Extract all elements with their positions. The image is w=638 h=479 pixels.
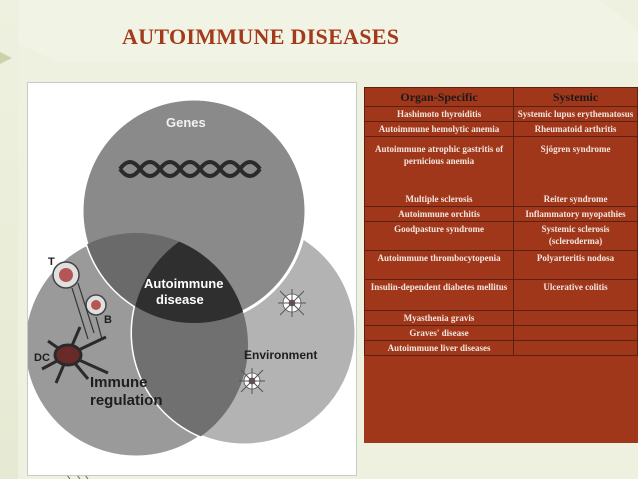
cell-systemic: Rheumatoid arthritis [513,121,638,137]
left-accent-strip [0,0,18,479]
cell-organ: Insulin-dependent diabetes mellitus [363,279,515,311]
table-row: Goodpasture syndrome Systemic sclerosis … [363,221,638,251]
cell-systemic: Reiter syndrome [513,192,638,207]
cell-systemic: Systemic sclerosis (scleroderma) [513,221,638,251]
cell-organ: Autoimmune orchitis [363,206,515,222]
disease-table: Organ-Specific Systemic Hashimoto thyroi… [363,87,638,443]
dna-helix-icon [118,160,262,178]
venn-diagram: Genes Autoimmune disease Immune regulati… [27,82,357,476]
cell-organ: Autoimmune thrombocytopenia [363,250,515,280]
table-row: Autoimmune atrophic gastritis of pernici… [363,136,638,192]
arrow-icon [71,282,103,340]
cell-systemic: Systemic lupus erythematosus [513,106,638,122]
table-row: Autoimmune hemolytic anemia Rheumatoid a… [363,121,638,137]
environment-label: Environment [244,348,317,362]
table-row: Autoimmune thrombocytopenia Polyarteriti… [363,250,638,280]
table-row: Autoimmune orchitis Inflammatory myopath… [363,206,638,222]
dendritic-cell-icon [41,326,109,384]
slide-title: AUTOIMMUNE DISEASES [122,24,400,49]
genes-label: Genes [166,115,206,130]
immune-label: Immune [90,374,148,391]
center-label: disease [156,292,204,307]
table-row: Autoimmune liver diseases [363,340,638,356]
cell-organ: Hashimoto thyroiditis [363,106,515,122]
cell-organ: Goodpasture syndrome [363,221,515,251]
dc-label: DC [34,352,50,364]
cell-systemic: Polyarteritis nodosa [513,250,638,280]
pathogen-spikes-icon [239,289,306,394]
cell-organ: Autoimmune hemolytic anemia [363,121,515,137]
table-row: Graves' disease [363,325,638,341]
cell-systemic [513,340,638,356]
t-cell-icon [52,261,80,289]
immune-label: regulation [90,392,163,409]
b-cell-icon [85,294,107,316]
center-label: Autoimmune [144,276,223,291]
header-systemic: Systemic [513,87,638,107]
header-organ-specific: Organ-Specific [363,87,515,107]
cell-organ: Graves' disease [363,325,515,341]
table-row: Insulin-dependent diabetes mellitus Ulce… [363,279,638,311]
cell-systemic: Ulcerative colitis [513,279,638,311]
table-row: Multiple sclerosis Reiter syndrome [363,192,638,207]
table-row: Hashimoto thyroiditis Systemic lupus ery… [363,106,638,122]
cell-systemic: Inflammatory myopathies [513,206,638,222]
b-cell-label: B [104,314,112,326]
cell-organ: Multiple sclerosis [363,192,515,207]
table-row: Myasthenia gravis [363,310,638,326]
cell-systemic [513,310,638,326]
cell-organ: Myasthenia gravis [363,310,515,326]
t-cell-label: T [48,256,55,268]
cell-systemic [513,325,638,341]
cell-organ: Autoimmune liver diseases [363,340,515,356]
cell-systemic: Sjögren syndrome [513,136,638,192]
cell-organ: Autoimmune atrophic gastritis of pernici… [363,136,515,192]
